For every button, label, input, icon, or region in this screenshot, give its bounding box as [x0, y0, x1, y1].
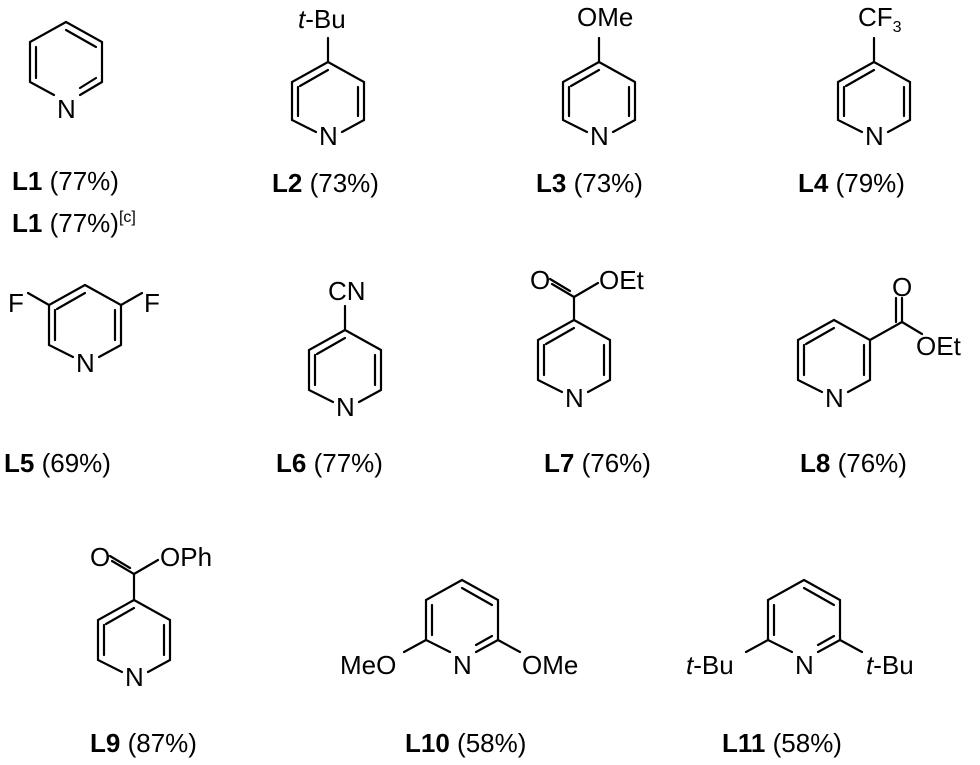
structure-L10: N MeO OMe	[340, 578, 578, 680]
methoxy-substituent-left: MeO	[340, 650, 396, 680]
label-L1: L1 (77%)	[12, 166, 119, 196]
structure-L2: N t-Bu	[290, 4, 366, 151]
nitrogen-atom: N	[590, 121, 609, 151]
label-L11: L11 (58%)	[722, 728, 842, 758]
fluorine-atom: F	[8, 288, 24, 318]
label-L2: L2 (73%)	[272, 168, 379, 198]
trifluoromethyl-substituent: CF3	[858, 2, 902, 36]
nitrogen-atom: N	[825, 383, 844, 413]
fluorine-atom: F	[144, 288, 160, 318]
cyano-substituent: CN	[328, 276, 366, 306]
oxygen-atom: O	[530, 265, 550, 295]
structure-L6: N CN	[307, 276, 383, 422]
label-L9: L9 (87%)	[90, 728, 197, 758]
nitrogen-atom: N	[125, 662, 144, 692]
nitrogen-atom: N	[865, 121, 884, 151]
label-L3: L3 (73%)	[536, 168, 643, 198]
structure-L7: N O OEt	[530, 265, 645, 413]
structure-L5: N F F	[8, 283, 160, 378]
structure-L11: N t-Bu t-Bu	[686, 578, 914, 680]
nitrogen-atom: N	[336, 392, 355, 422]
label-L6: L6 (77%)	[276, 448, 383, 478]
nitrogen-atom: N	[57, 94, 76, 124]
oxygen-atom: O	[892, 272, 912, 302]
label-L1-note: L1 (77%)[c]	[12, 208, 136, 238]
ethoxy-substituent: OEt	[599, 265, 645, 295]
ethoxy-substituent: OEt	[916, 331, 962, 361]
methoxy-substituent-right: OMe	[522, 650, 578, 680]
nitrogen-atom: N	[76, 348, 95, 378]
t-butyl-substituent-right: t-Bu	[866, 650, 914, 680]
nitrogen-atom: N	[565, 383, 584, 413]
label-L8: L8 (76%)	[800, 448, 907, 478]
nitrogen-atom: N	[453, 650, 472, 680]
label-L7: L7 (76%)	[544, 448, 651, 478]
nitrogen-atom: N	[319, 121, 338, 151]
label-L10: L10 (58%)	[405, 728, 526, 758]
structure-L8: N O OEt	[796, 272, 962, 413]
methoxy-substituent: OMe	[577, 2, 633, 32]
nitrogen-atom: N	[795, 650, 814, 680]
structure-L3: N OMe	[561, 2, 637, 151]
structure-L1: N	[28, 20, 104, 124]
structure-L4: N CF3	[836, 2, 912, 151]
oxygen-atom: O	[90, 542, 110, 572]
label-L5: L5 (69%)	[4, 448, 111, 478]
t-butyl-substituent: t-Bu	[298, 4, 346, 34]
t-butyl-substituent-left: t-Bu	[686, 650, 734, 680]
structure-L9: N O OPh	[90, 542, 212, 692]
phenoxy-substituent: OPh	[160, 542, 212, 572]
label-L4: L4 (79%)	[798, 168, 905, 198]
